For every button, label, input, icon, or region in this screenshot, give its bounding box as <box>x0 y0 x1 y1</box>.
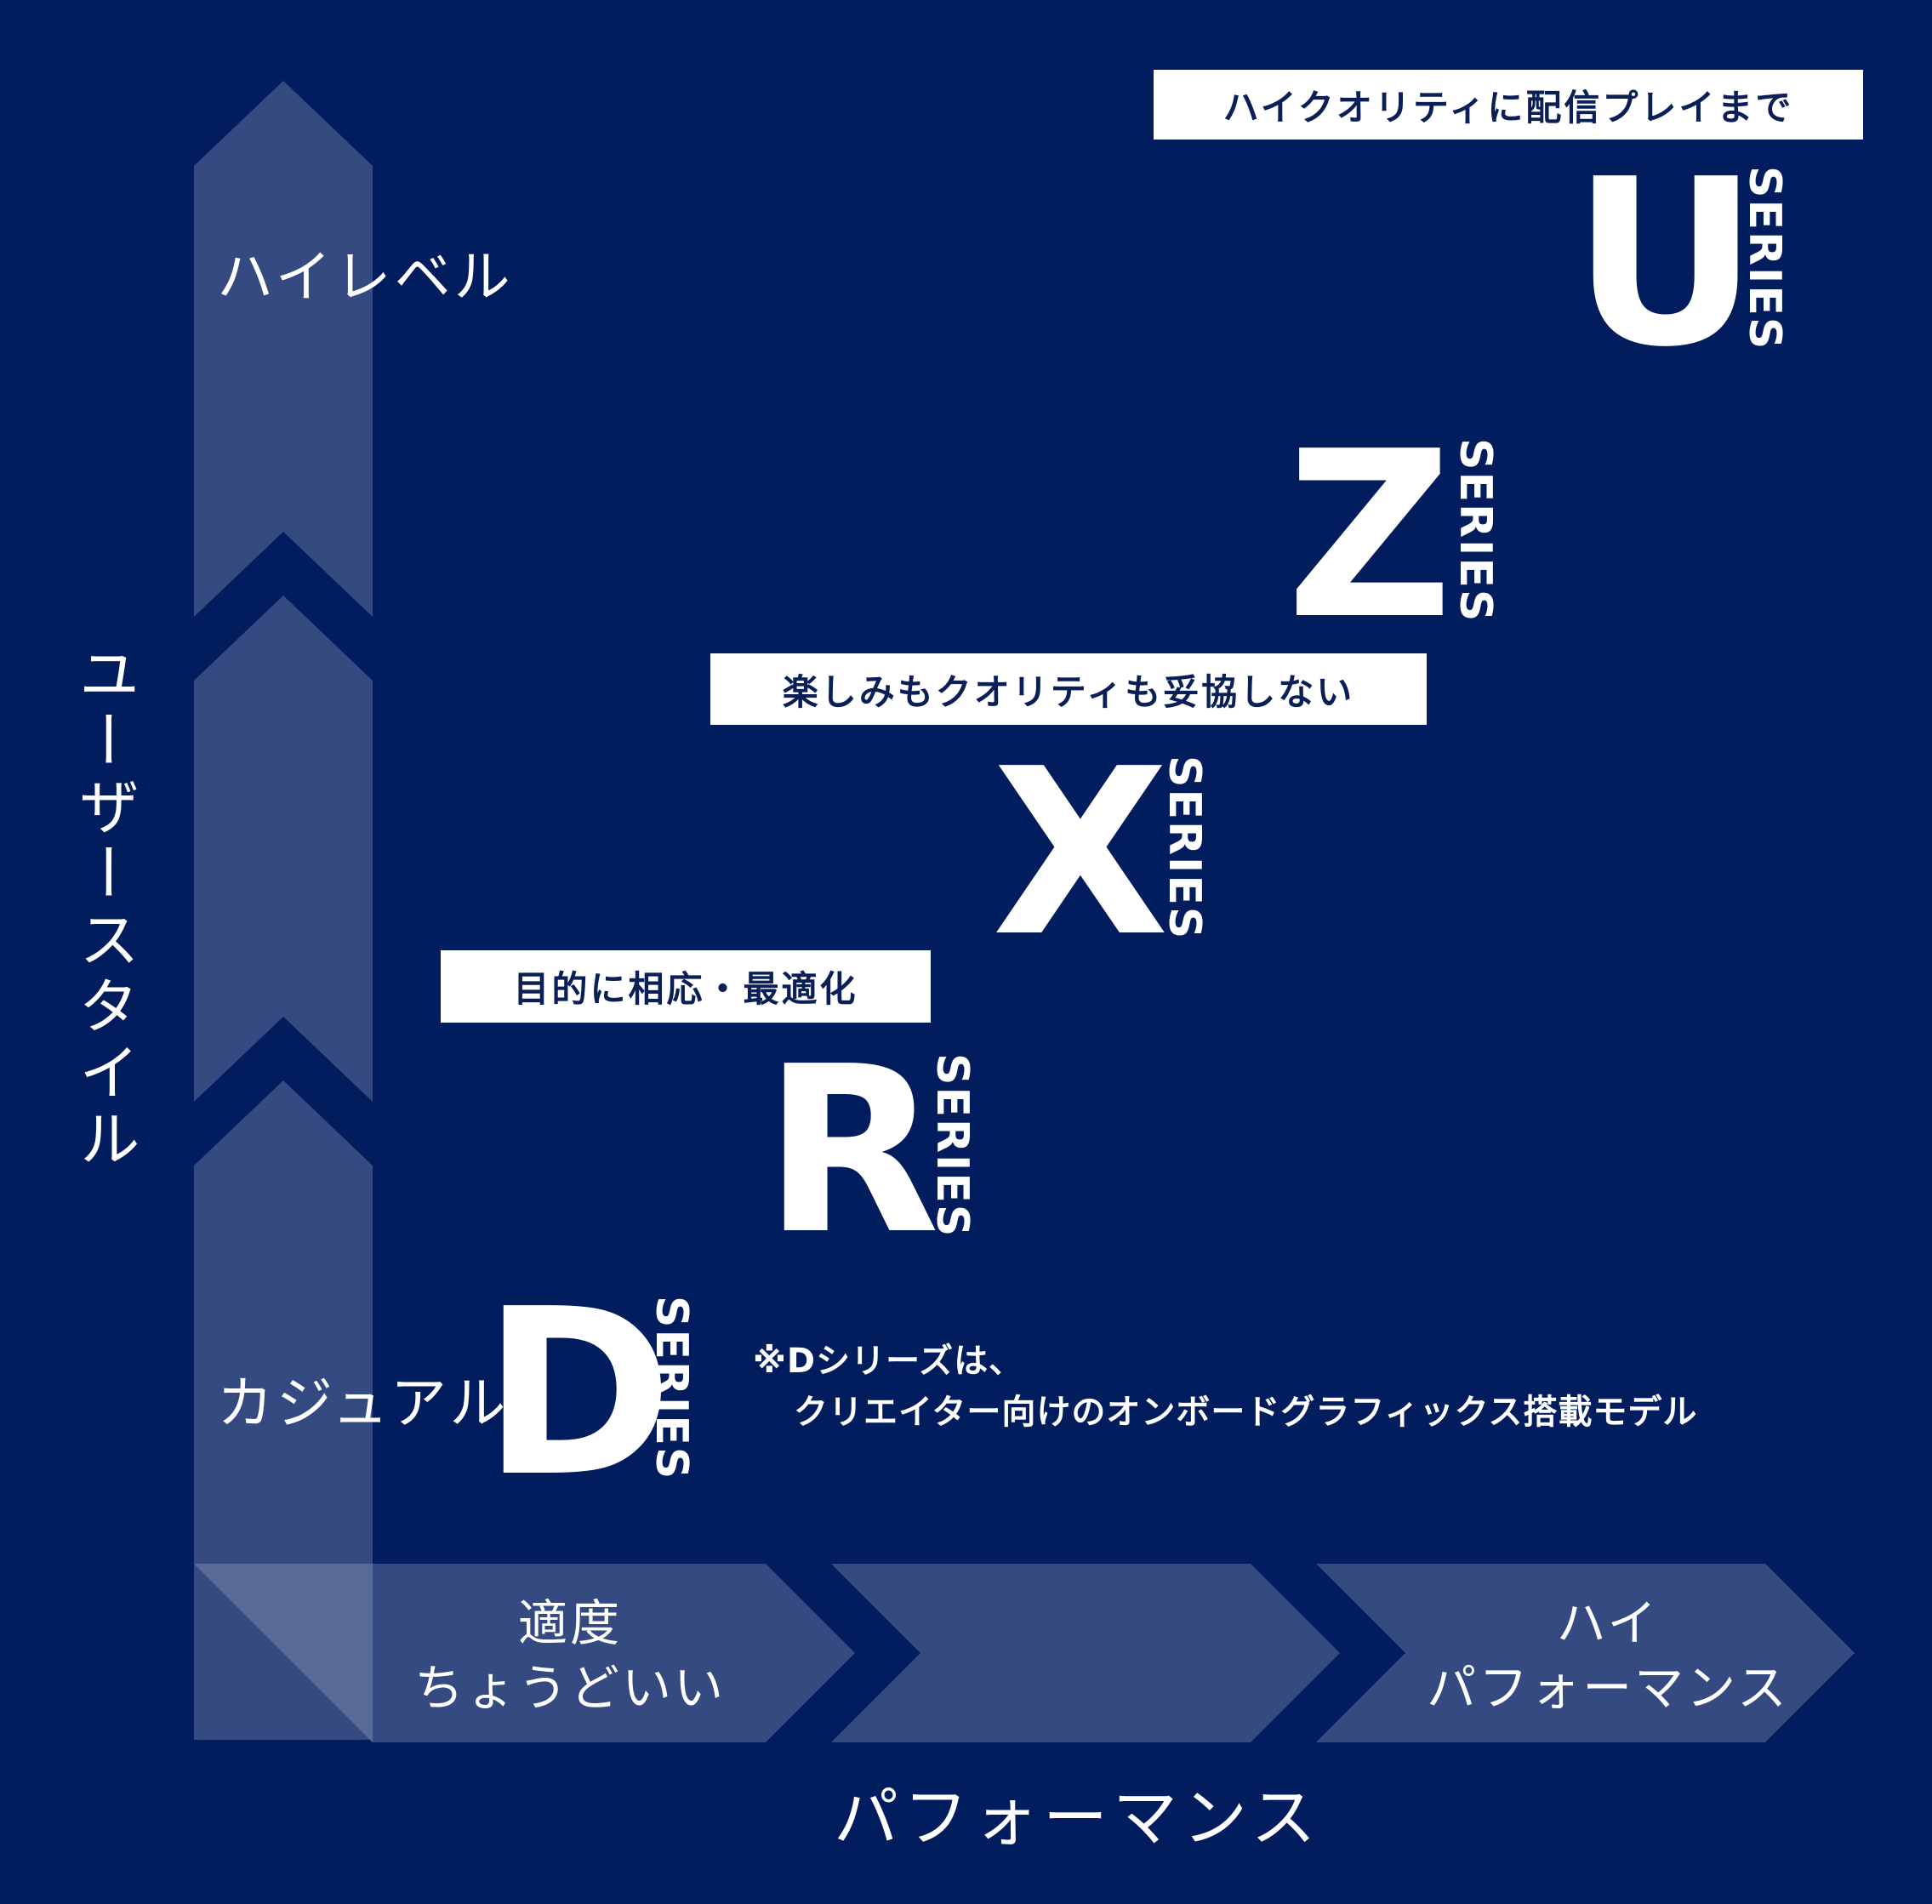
x-axis-title: パフォーマンス <box>834 1780 1321 1856</box>
y-axis-title: ユーザースタイル <box>68 642 140 1173</box>
x-axis-low-label: 適度 ちょうどいい <box>400 1591 740 1720</box>
series-u-letter: U <box>1572 129 1759 397</box>
series-d-letter: D <box>482 1259 674 1527</box>
series-x-letter: X <box>992 719 1170 987</box>
y-arrow-middle <box>194 596 373 1102</box>
series-x-sub-label: SERIES <box>1159 755 1210 941</box>
y-arrow-top <box>194 81 373 617</box>
d-series-note: ※Dシリーズは、 クリエイター向けのオンボードグラフィックス搭載モデル <box>753 1336 1697 1438</box>
x-axis-low-label-line1: 適度 <box>517 1594 622 1652</box>
y-axis-low-label: カジュアル <box>217 1371 510 1436</box>
x-axis-high-label-line1: ハイ <box>1556 1594 1660 1652</box>
series-r-sub-label: SERIES <box>926 1053 977 1239</box>
series-r-letter: R <box>763 1017 940 1285</box>
series-z-letter: Z <box>1286 402 1453 670</box>
x-arrow-second <box>831 1564 1340 1742</box>
x-axis-high-label: ハイ パフォーマンス <box>1395 1591 1821 1720</box>
series-d-sub-label: SERIES <box>646 1296 697 1481</box>
x-arrow-third <box>1316 1564 1855 1742</box>
x-axis-high-label-line2: パフォーマンス <box>1427 1659 1789 1717</box>
tagline-x-series: 楽しみもクオリティも妥協しない <box>710 653 1427 725</box>
d-series-note-line1: ※Dシリーズは、 <box>753 1342 1024 1381</box>
tagline-r-series: 目的に相応・最適化 <box>441 950 931 1023</box>
tagline-u-series: ハイクオリティに配信プレイまで <box>1154 70 1863 140</box>
arrow-corner-overlap <box>194 1564 373 1742</box>
x-axis-low-label-line2: ちょうどいい <box>413 1659 726 1717</box>
series-z-sub-label: SERIES <box>1450 438 1501 624</box>
d-series-note-line2: クリエイター向けのオンボードグラフィックス搭載モデル <box>794 1393 1698 1432</box>
series-u-sub-label: SERIES <box>1739 166 1790 351</box>
y-axis-high-label: ハイレベル <box>217 244 514 310</box>
